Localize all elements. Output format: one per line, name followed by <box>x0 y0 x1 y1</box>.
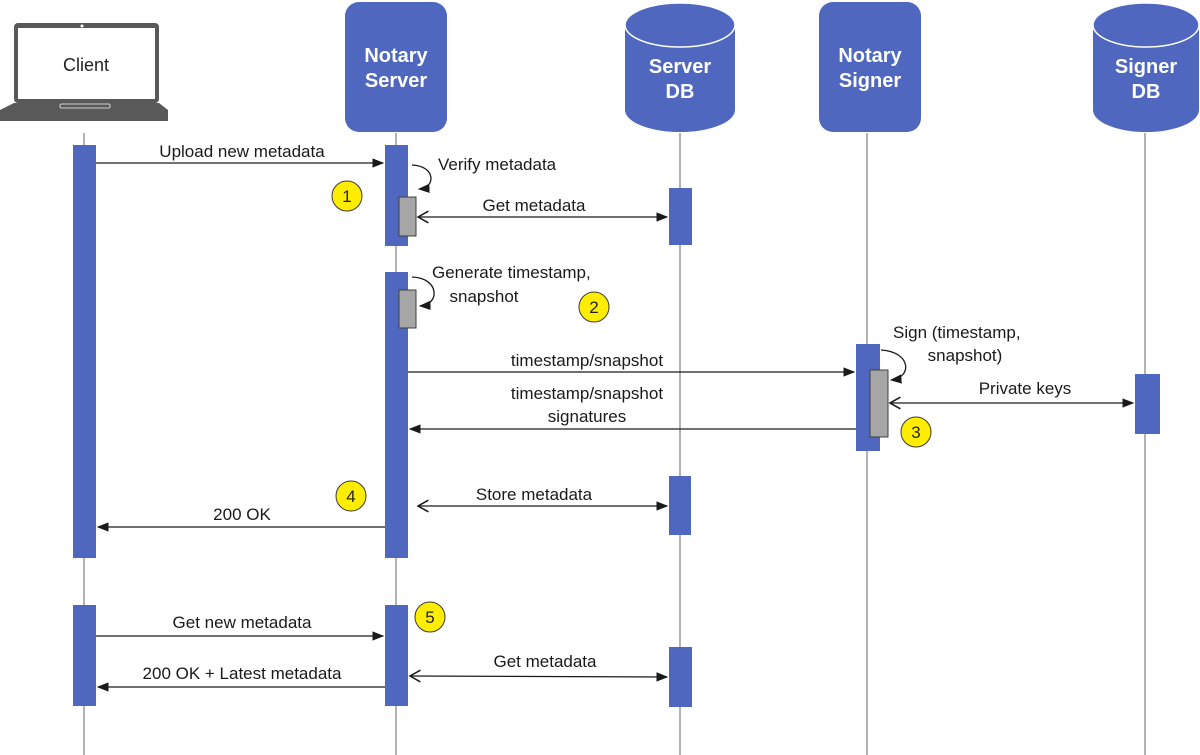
message-label: Private keys <box>979 379 1072 398</box>
participant-label-line2: Server <box>365 70 427 92</box>
message-label: Get new metadata <box>173 613 312 632</box>
message-200-ok: 200 OK <box>96 505 385 532</box>
laptop-icon <box>0 23 168 121</box>
participant-label-line1: Server <box>649 56 711 78</box>
participant-label-line1: Signer <box>1115 56 1177 78</box>
step-number: 3 <box>911 423 920 442</box>
step-number: 2 <box>589 298 598 317</box>
message-label: Verify metadata <box>438 155 557 174</box>
message-get-metadata-1: Get metadata <box>418 196 667 217</box>
participant-label-line2: Signer <box>839 70 901 92</box>
activation-notary-server-3 <box>385 605 408 706</box>
message-200-ok-latest-metadata: 200 OK + Latest metadata <box>96 664 385 692</box>
message-label: timestamp/snapshot <box>511 351 663 370</box>
message-label: 200 OK + Latest metadata <box>143 664 342 683</box>
participant-client: Client <box>0 23 168 121</box>
step-badge-1: 1 <box>331 180 363 212</box>
sub-activation-verify <box>398 196 417 237</box>
message-store-metadata: Store metadata <box>418 485 667 506</box>
activation-client-1 <box>73 145 96 558</box>
step-number: 1 <box>342 187 351 206</box>
participant-label-line2: DB <box>1132 81 1161 103</box>
step-badge-4: 4 <box>335 480 367 512</box>
message-label: Get metadata <box>493 652 597 671</box>
message-private-keys: Private keys <box>890 379 1133 403</box>
participant-signer-db: Signer DB <box>1092 2 1200 132</box>
participant-label-line1: Notary <box>838 45 902 67</box>
message-verify-metadata: Verify metadata <box>411 155 557 194</box>
message-label: Upload new metadata <box>159 142 325 161</box>
message-label: Store metadata <box>476 485 593 504</box>
message-label-line1: Generate timestamp, <box>432 263 591 282</box>
step-badges: 1 2 3 4 5 <box>331 180 932 633</box>
message-upload-new-metadata: Upload new metadata <box>96 142 385 168</box>
activation-notary-server-2 <box>385 272 408 558</box>
message-generate-timestamp-snapshot: Generate timestamp, snapshot <box>411 263 591 311</box>
message-timestamp-snapshot-signatures: timestamp/snapshot signatures <box>408 384 856 434</box>
message-label: 200 OK <box>213 505 271 524</box>
activation-server-db-3 <box>669 647 692 707</box>
activation-client-2 <box>73 605 96 706</box>
messages: Upload new metadata Verify metadata Get … <box>96 142 1133 692</box>
message-label-line2: snapshot <box>450 287 519 306</box>
database-icon <box>624 2 736 132</box>
participant-label-line1: Notary <box>364 45 428 67</box>
activation-server-db-2 <box>669 476 691 535</box>
message-timestamp-snapshot: timestamp/snapshot <box>408 351 856 377</box>
participant-label: Client <box>63 55 109 75</box>
message-label-line2: snapshot) <box>928 346 1003 365</box>
message-get-new-metadata: Get new metadata <box>96 613 385 641</box>
sub-activation-generate <box>398 289 417 329</box>
message-label: Get metadata <box>482 196 586 215</box>
step-badge-2: 2 <box>578 291 610 323</box>
participant-label-line2: DB <box>666 81 695 103</box>
message-label-line1: timestamp/snapshot <box>511 384 663 403</box>
lifelines <box>83 133 1146 755</box>
activations <box>73 145 1160 707</box>
participant-notary-signer: Notary Signer <box>819 2 921 132</box>
step-number: 5 <box>425 608 434 627</box>
step-badge-3: 3 <box>900 416 932 448</box>
step-number: 4 <box>346 487 355 506</box>
message-sign: Sign (timestamp, snapshot) <box>880 323 1021 384</box>
participant-notary-server: Notary Server <box>345 2 447 132</box>
database-icon <box>1092 2 1200 132</box>
message-label-line1: Sign (timestamp, <box>893 323 1021 342</box>
sub-activation-sign <box>869 369 889 438</box>
message-label-line2: signatures <box>548 407 626 426</box>
activation-server-db-1 <box>669 188 692 245</box>
participant-server-db: Server DB <box>624 2 736 132</box>
message-get-metadata-2: Get metadata <box>410 652 667 677</box>
activation-signer-db <box>1135 374 1160 434</box>
step-badge-5: 5 <box>414 601 446 633</box>
